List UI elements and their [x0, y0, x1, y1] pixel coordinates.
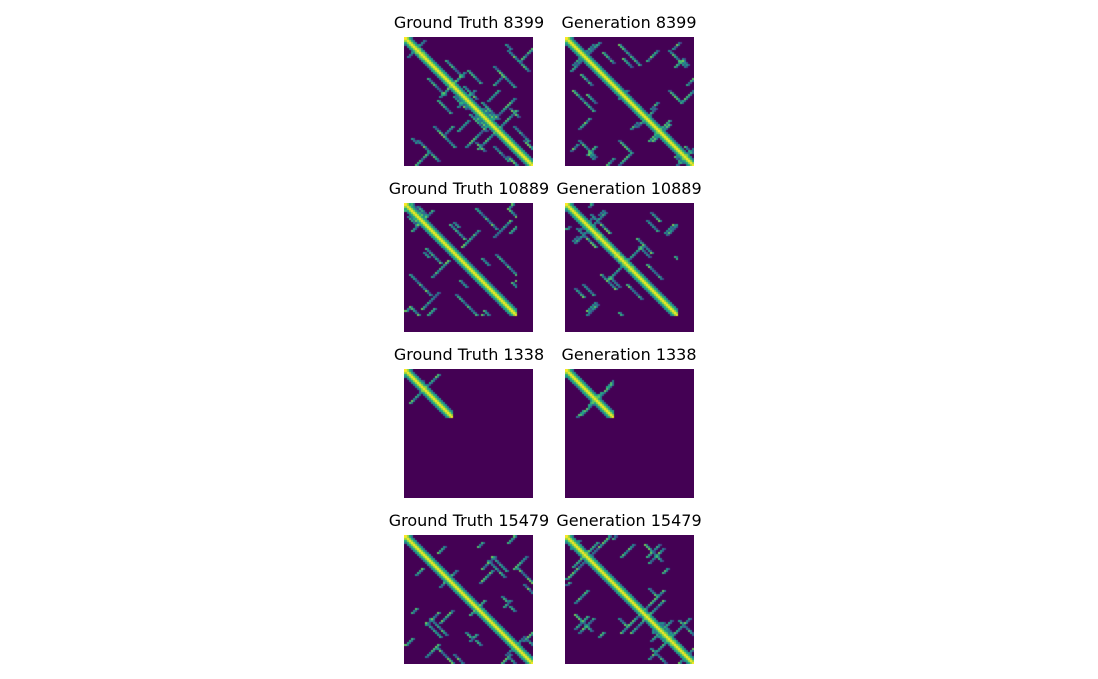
panel-title-gt-8399: Ground Truth 8399: [393, 13, 545, 32]
panel-title-gen-1338: Generation 1338: [561, 345, 697, 364]
heatmap-gen-8399: [565, 37, 694, 166]
heatmap-gt-1338: [404, 369, 533, 498]
heatmap-gt-15479: [404, 535, 533, 664]
heatmap-gt-10889: [404, 203, 533, 332]
heatmap-gen-1338: [565, 369, 694, 498]
panel-title-gen-10889: Generation 10889: [556, 179, 702, 198]
panel-title-gen-8399: Generation 8399: [561, 13, 697, 32]
panel-title-gt-15479: Ground Truth 15479: [388, 511, 550, 530]
heatmap-gt-8399: [404, 37, 533, 166]
heatmap-gen-10889: [565, 203, 694, 332]
panel-title-gen-15479: Generation 15479: [556, 511, 702, 530]
heatmap-gen-15479: [565, 535, 694, 664]
panel-title-gt-1338: Ground Truth 1338: [393, 345, 545, 364]
panel-title-gt-10889: Ground Truth 10889: [388, 179, 550, 198]
